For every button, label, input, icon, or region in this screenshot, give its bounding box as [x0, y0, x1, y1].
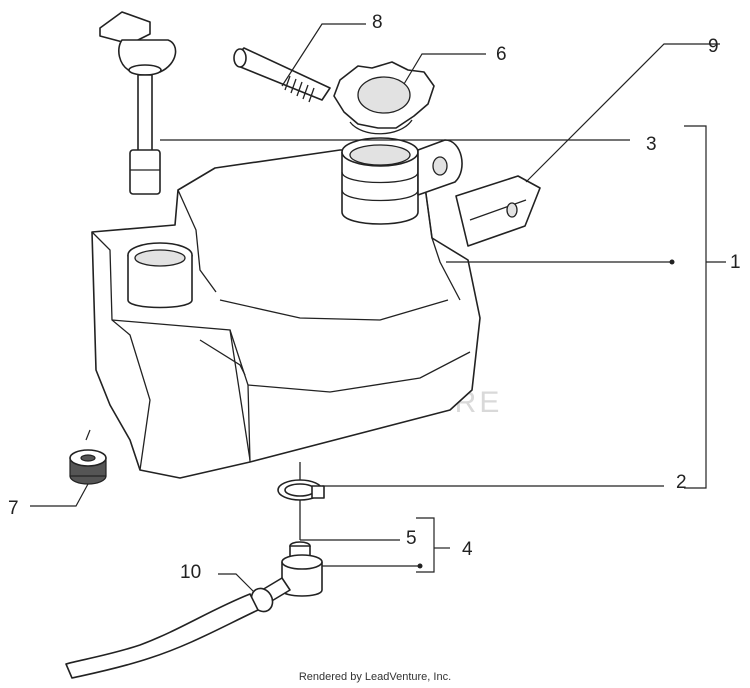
callout-10: 10	[180, 562, 201, 583]
hose-clamp	[277, 462, 325, 501]
oil-tank	[91, 137, 481, 479]
mounting-bracket	[455, 175, 541, 247]
leader-lines	[30, 23, 726, 593]
callout-9: 9	[708, 36, 719, 57]
rubber-grommet	[69, 449, 107, 485]
callout-1: 1	[730, 252, 741, 273]
callout-3: 3	[646, 134, 657, 155]
callout-5: 5	[406, 528, 417, 549]
callout-4: 4	[462, 539, 473, 560]
callout-2: 2	[676, 472, 687, 493]
fuel-hose	[65, 593, 259, 679]
callout-6: 6	[496, 44, 507, 65]
outlet-fitting	[261, 500, 323, 603]
footer-credit: Rendered by LeadVenture, Inc.	[299, 671, 451, 683]
callout-7: 7	[8, 498, 19, 519]
bolt	[233, 47, 331, 103]
callout-8: 8	[372, 12, 383, 33]
dipstick	[99, 11, 177, 195]
filler-cap	[333, 61, 435, 135]
